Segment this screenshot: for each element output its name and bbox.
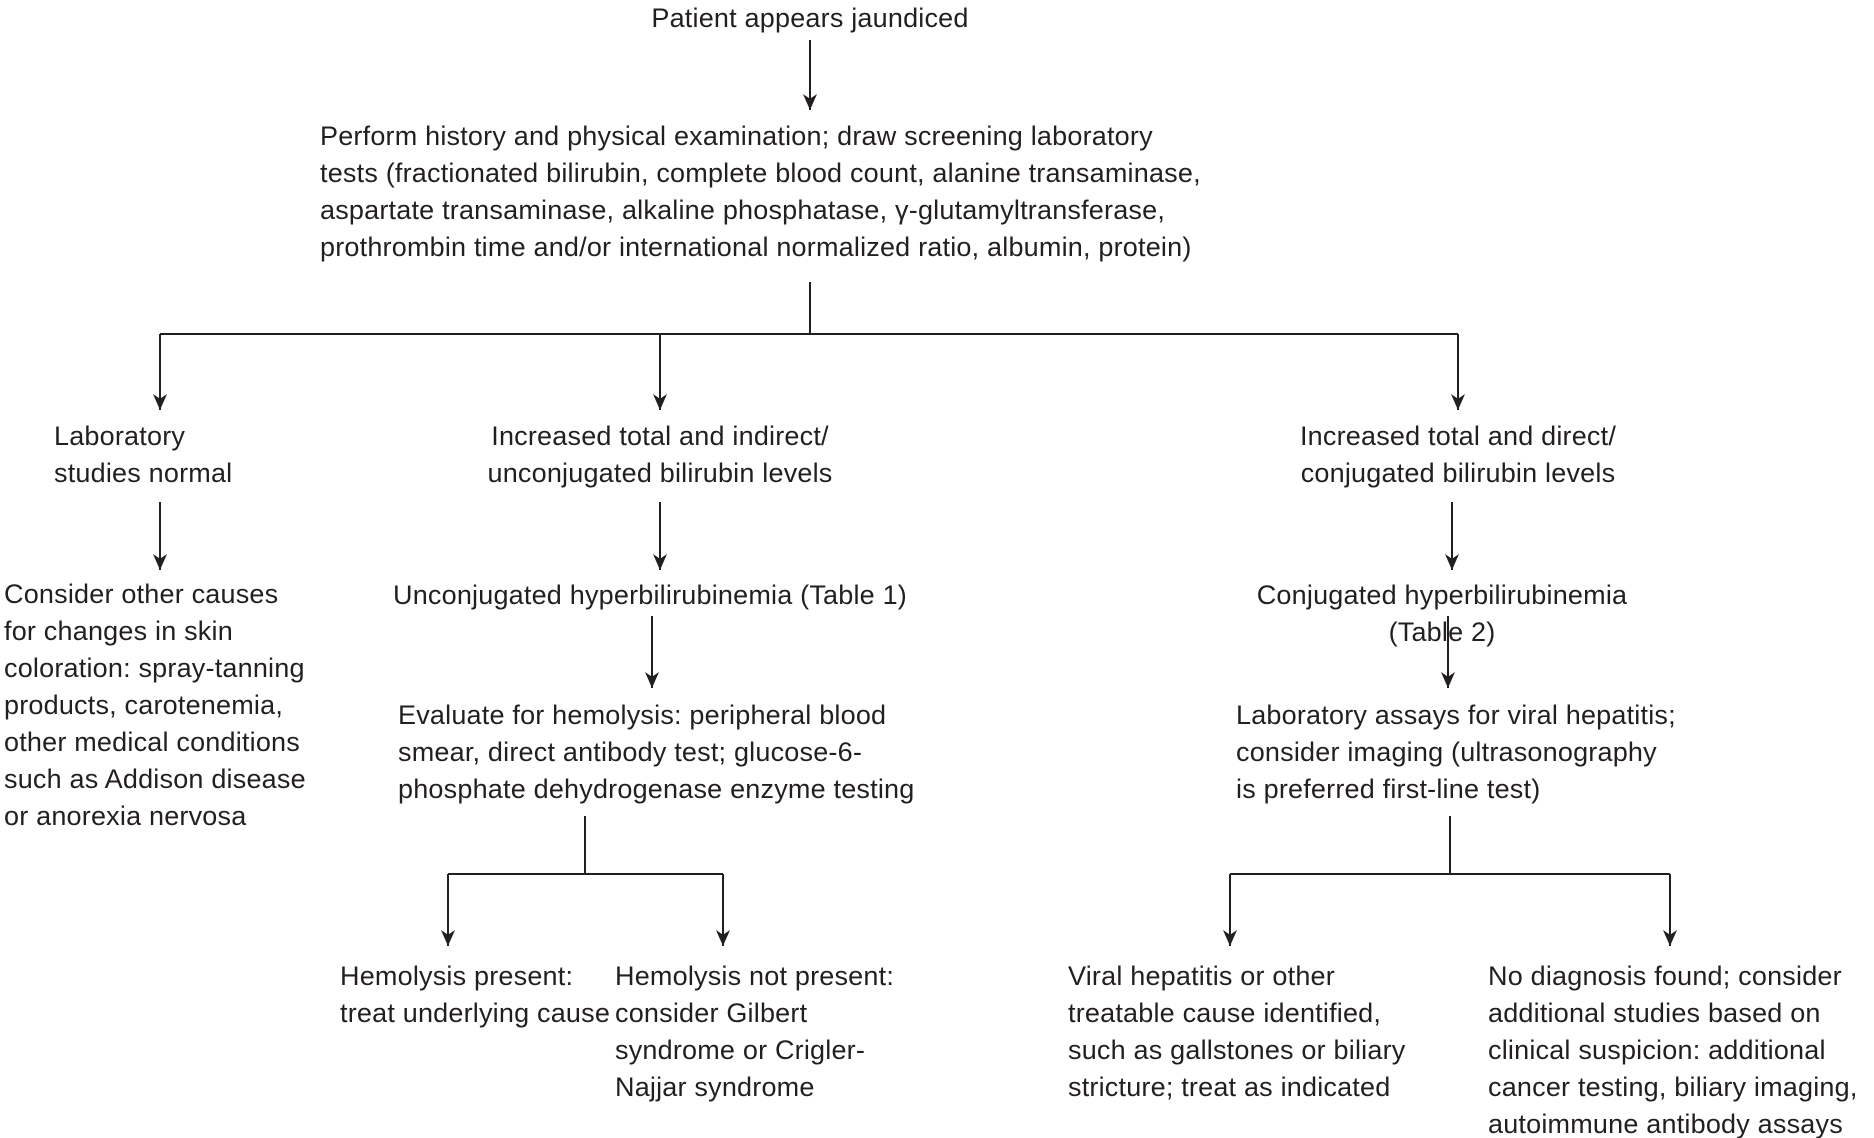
- node-laboratory-studies-normal: Laboratory studies normal: [54, 421, 233, 488]
- node-increased-direct-bilirubin: Increased total and direct/ conjugated b…: [1299, 421, 1617, 488]
- node-increased-indirect-bilirubin: Increased total and indirect/ unconjugat…: [487, 421, 833, 488]
- node-no-diagnosis-found: No diagnosis found; consider additional …: [1488, 961, 1858, 1138]
- node-conjugated-hyperbilirubinemia: Conjugated hyperbilirubinemia (Table 2): [1256, 580, 1628, 647]
- node-evaluate-for-hemolysis: Evaluate for hemolysis: peripheral blood…: [398, 700, 915, 804]
- node-hemolysis-present: Hemolysis present: treat underlying caus…: [340, 961, 611, 1028]
- node-patient-appears-jaundiced: Patient appears jaundiced: [651, 3, 969, 33]
- node-consider-other-causes: Consider other causes for changes in ski…: [4, 579, 306, 831]
- node-hemolysis-not-present: Hemolysis not present: consider Gilbert …: [615, 961, 895, 1102]
- node-viral-hepatitis-assays: Laboratory assays for viral hepatitis; c…: [1236, 700, 1676, 804]
- node-treatable-cause-identified: Viral hepatitis or other treatable cause…: [1068, 961, 1406, 1102]
- node-unconjugated-hyperbilirubinemia: Unconjugated hyperbilirubinemia (Table 1…: [393, 580, 907, 610]
- node-initial-workup: Perform history and physical examination…: [320, 121, 1201, 262]
